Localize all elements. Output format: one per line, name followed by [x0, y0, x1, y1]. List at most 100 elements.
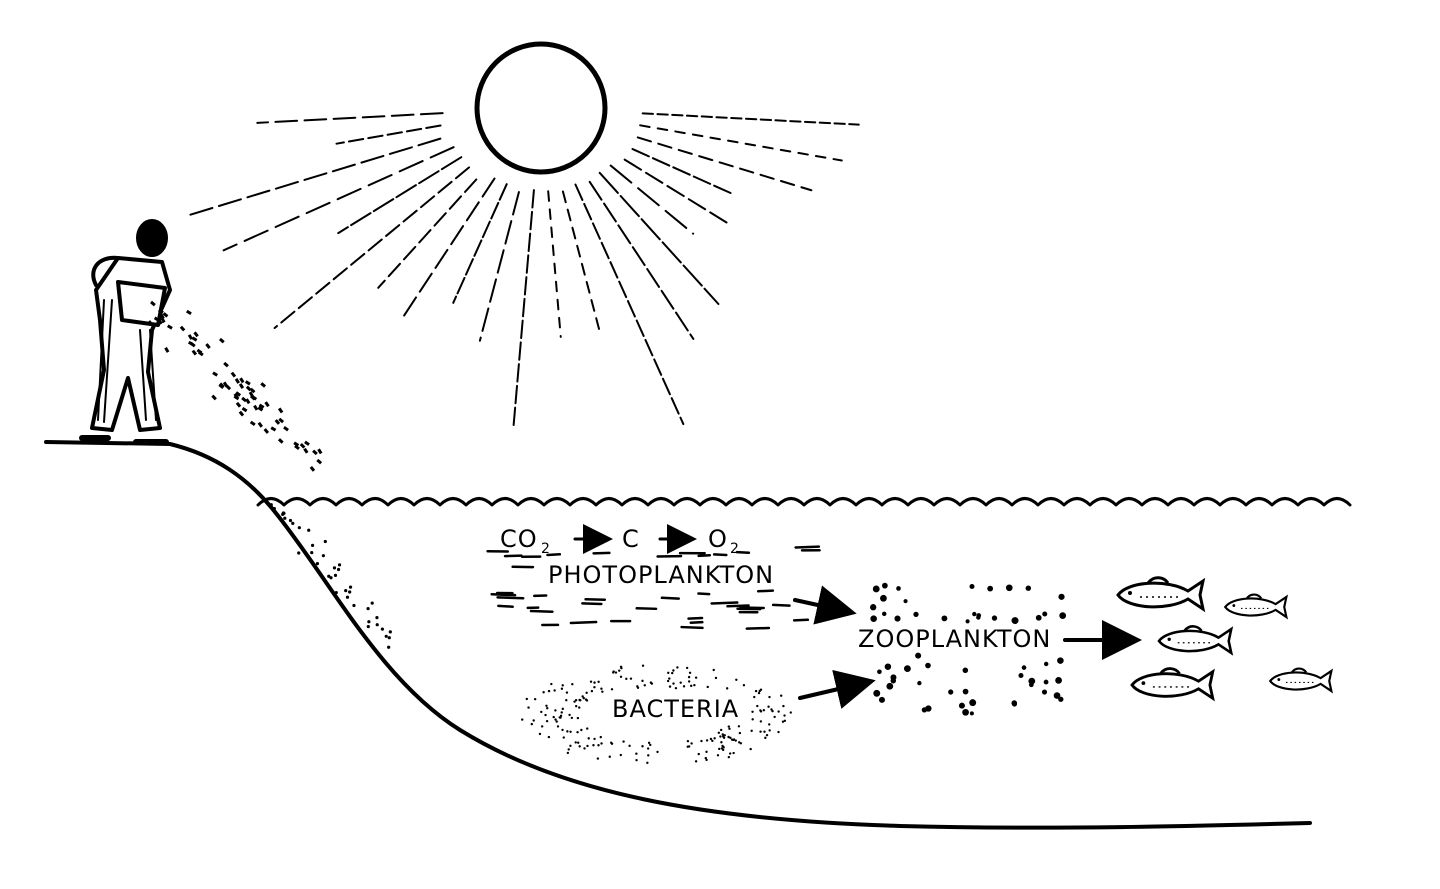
particle [310, 551, 314, 555]
bacteria-dot [700, 739, 703, 743]
particle [282, 511, 286, 516]
bacteria-dot [719, 735, 722, 738]
bacteria-dot [571, 682, 574, 686]
bacteria-dot [542, 691, 545, 694]
zooplankton-dot [882, 611, 887, 617]
zooplankton-dot [1059, 612, 1067, 619]
bacteria-dot [561, 684, 564, 687]
bacteria-dot [576, 741, 580, 744]
bacteria-dot [641, 745, 644, 748]
bacteria-dot [629, 677, 633, 680]
bacteria-dot [737, 725, 741, 728]
bacteria-dot [552, 715, 555, 719]
bacteria-dot [530, 722, 534, 726]
bacteria-dot [586, 744, 589, 748]
plankton-dash [771, 603, 791, 607]
particle [277, 438, 284, 444]
bacteria-dot [592, 744, 595, 747]
particle [299, 442, 306, 449]
zooplankton-dot [884, 663, 892, 670]
bacteria-dot [727, 725, 731, 728]
bacteria-dot [562, 736, 565, 739]
particle [157, 318, 163, 325]
photosynthesis-equation: CO 2 C O 2 [500, 524, 739, 557]
particle [241, 396, 247, 403]
zooplankton-dot [991, 615, 998, 621]
carbon-label: C [622, 525, 640, 553]
bacteria-dot [754, 689, 758, 693]
bacteria-dot [782, 704, 785, 708]
bacteria-dot [672, 682, 675, 685]
particle [366, 607, 370, 611]
plankton-dash [496, 596, 525, 600]
flow-arrows [793, 585, 1142, 709]
particle [283, 426, 289, 432]
bacteria-dot [550, 682, 553, 686]
bacteria-dot [729, 736, 732, 740]
sprinkled-particles [147, 300, 392, 649]
bacteria-dot [709, 737, 713, 741]
bacteria-dot [601, 690, 604, 693]
bacteria-dot [668, 677, 671, 680]
bacteria-dot [705, 758, 708, 762]
bacteria-dot [612, 671, 615, 674]
particle [366, 625, 370, 629]
zooplankton-dot [962, 708, 969, 716]
particle [164, 346, 170, 353]
plankton-dash [660, 596, 681, 600]
arrow-icon [798, 669, 876, 709]
person-icon [79, 219, 172, 445]
zooplankton-dot [1042, 611, 1048, 617]
bacteria-dot [538, 732, 542, 736]
zooplankton-dot [1043, 661, 1049, 667]
bacteria-dot [732, 738, 735, 742]
zooplankton-dot [965, 619, 970, 624]
photoplankton-label: PHOTOPLANKTON [548, 561, 774, 589]
bacteria-dot [722, 736, 726, 739]
sun-ray [452, 183, 508, 304]
sun-ray [609, 164, 695, 235]
bacteria-dot [713, 737, 716, 740]
zooplankton-dot [890, 677, 897, 684]
bacteria-dot [590, 689, 594, 693]
bacteria-dot [593, 686, 596, 689]
sun-ray [639, 124, 843, 162]
bacteria-dot [721, 744, 724, 748]
particle [307, 528, 311, 532]
bacteria-dot [705, 739, 709, 742]
bacteria-dot [727, 755, 731, 759]
particle [253, 404, 259, 411]
particle [348, 590, 352, 594]
bacteria-dot [600, 687, 603, 690]
bacteria-dot [544, 713, 547, 717]
particle [223, 361, 229, 368]
sun-icon [183, 41, 860, 429]
bacteria-dot [742, 684, 746, 687]
bacteria-dot [579, 699, 582, 702]
bacteria-dot [649, 743, 652, 747]
bacteria-dot [686, 739, 690, 743]
bacteria-label: BACTERIA [612, 695, 739, 723]
bacteria-dot [585, 691, 588, 695]
particle [191, 349, 198, 356]
zooplankton-dot [969, 711, 974, 716]
zooplankton-dot [1057, 657, 1064, 664]
particle [384, 634, 388, 638]
particle [316, 458, 323, 465]
o2-subscript: 2 [730, 541, 739, 557]
bacteria-dot [635, 752, 638, 755]
particle [303, 447, 309, 454]
zooplankton-dot [882, 582, 888, 589]
bacteria-dot [574, 741, 577, 744]
particle [323, 539, 327, 544]
plankton-dash [792, 618, 810, 622]
plankton-dash [581, 602, 603, 606]
bacteria-dot [693, 683, 696, 687]
particle [293, 441, 300, 447]
particle [277, 407, 284, 414]
plankton-dash [490, 593, 517, 597]
particle [160, 317, 166, 324]
bacteria-dot [560, 711, 563, 714]
bacteria-dot [610, 688, 614, 691]
